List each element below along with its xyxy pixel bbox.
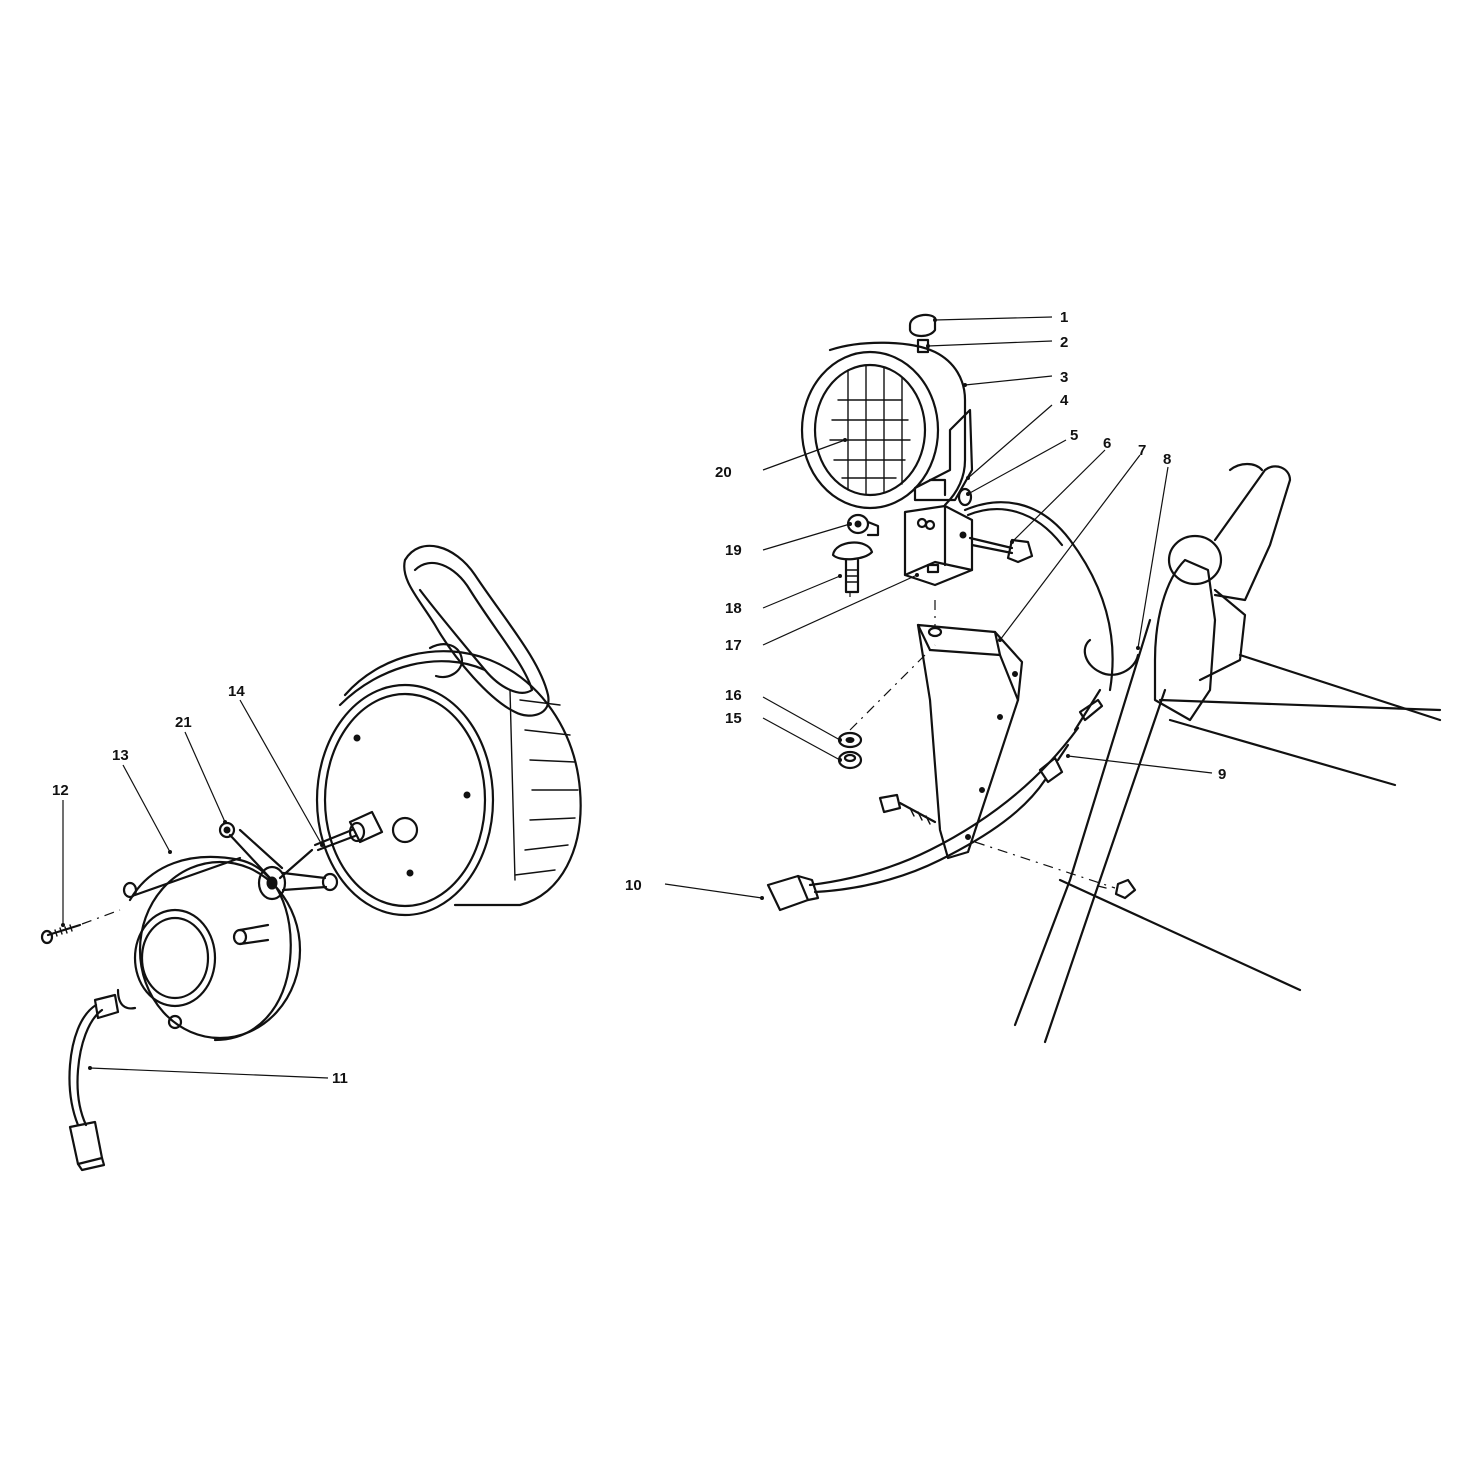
callout-14: 14	[228, 683, 245, 700]
callout-3: 3	[1060, 369, 1068, 386]
callout-5: 5	[1070, 427, 1078, 444]
wire-harness-11	[68, 993, 120, 1172]
callout-7: 7	[1138, 442, 1146, 459]
callout-20: 20	[715, 464, 732, 481]
belt-pulley-21	[218, 821, 339, 901]
callout-12: 12	[52, 782, 69, 799]
callout-11: 11	[332, 1070, 348, 1087]
callout-15: 15	[725, 710, 742, 727]
callout-13: 13	[112, 747, 129, 764]
callout-8: 8	[1163, 451, 1171, 468]
headlight-assembly	[766, 313, 1442, 1044]
light-housing-13	[116, 855, 302, 1042]
callout-2: 2	[1060, 334, 1068, 351]
leader-lines	[61, 316, 1213, 1079]
callout-19: 19	[725, 542, 742, 559]
callout-9: 9	[1218, 766, 1226, 783]
impeller-housing	[313, 544, 582, 917]
callout-10: 10	[625, 877, 642, 894]
callout-18: 18	[725, 600, 742, 617]
callout-4: 4	[1060, 392, 1069, 409]
callout-6: 6	[1103, 435, 1111, 452]
callout-labels: 1 2 3 4 5 6 7 8 9 10 11 12 13 14 15 16 1…	[52, 309, 1226, 1087]
callout-16: 16	[725, 687, 742, 704]
screw-12	[40, 909, 121, 945]
callout-17: 17	[725, 637, 742, 654]
callout-21: 21	[175, 714, 192, 731]
callout-1: 1	[1060, 309, 1068, 326]
